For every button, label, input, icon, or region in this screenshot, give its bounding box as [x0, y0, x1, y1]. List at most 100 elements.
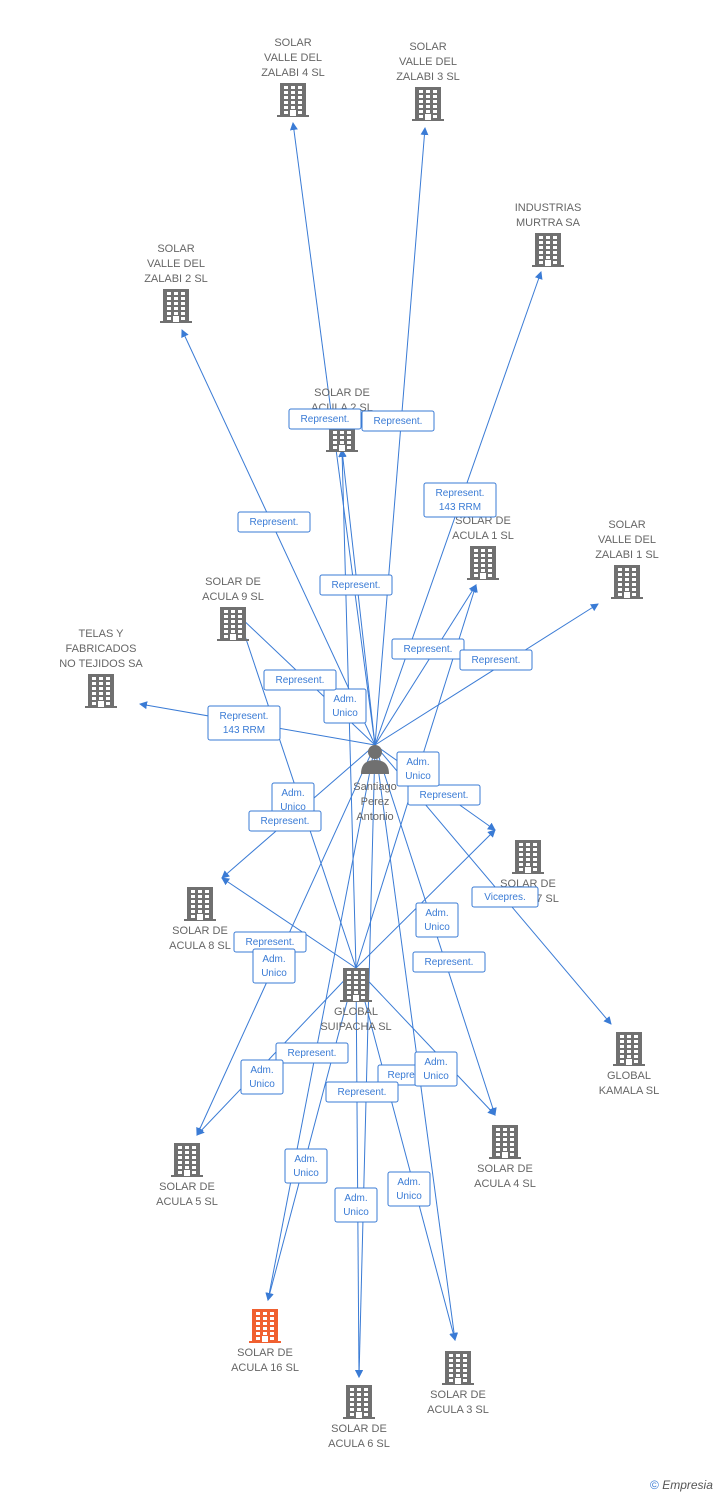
node-label-a4-0: SOLAR DE: [477, 1163, 533, 1175]
node-label-s3-2: ZALABI 3 SL: [396, 71, 460, 83]
copyright-symbol: ©: [650, 1478, 659, 1492]
node-label-a8-1: ACULA 8 SL: [169, 940, 231, 952]
edge-label-text: Adm.: [250, 1065, 273, 1076]
edge-label-box: [391, 638, 465, 660]
edge-label-25[interactable]: Adm.Unico: [387, 1171, 431, 1207]
edge-label-12[interactable]: Adm. Unico: [396, 751, 440, 787]
building-icon: [184, 887, 216, 921]
edge-label-box: [263, 669, 337, 691]
edge-label-9[interactable]: Represent.143 RRM: [207, 705, 281, 741]
edge-label-text: Represent.: [276, 675, 325, 686]
node-label-a5-0: SOLAR DE: [159, 1181, 215, 1193]
edge-label-text: Unico: [405, 771, 431, 782]
node-label-s4-0: SOLAR: [274, 37, 311, 49]
edge-label-24[interactable]: Adm.Unico: [284, 1148, 328, 1184]
node-s3[interactable]: SOLAR VALLE DEL ZALABI 3 SL: [396, 41, 460, 121]
edge-label-box: [334, 1187, 378, 1223]
edge-label-5[interactable]: Adm.Unico: [323, 688, 367, 724]
edge-label-text: Represent.: [472, 655, 521, 666]
node-label-s3-1: VALLE DEL: [399, 56, 457, 68]
edge-gs-a7: [355, 829, 496, 969]
edge-label-3[interactable]: Represent.: [237, 511, 311, 533]
edge-label-23[interactable]: Represent.: [325, 1081, 399, 1103]
node-label-a3-0: SOLAR DE: [430, 1389, 486, 1401]
edge-label-text: Unico: [424, 922, 450, 933]
edge-label-18[interactable]: Represent.: [412, 951, 486, 973]
edge-label-15[interactable]: Adm.Unico: [415, 902, 459, 938]
edge-label-box: [240, 1059, 284, 1095]
node-label-a2-0: SOLAR DE: [314, 387, 370, 399]
edge-label-8[interactable]: Represent.: [263, 669, 337, 691]
edge-gs-a6: [354, 967, 363, 1378]
edge-label-text: Adm.: [281, 788, 304, 799]
edge-label-14[interactable]: Vicepres.: [471, 886, 539, 908]
edge-label-text: Represent.: [420, 790, 469, 801]
node-label-s4-1: VALLE DEL: [264, 52, 322, 64]
node-label-a8-0: SOLAR DE: [172, 925, 228, 937]
edge-label-text: Adm.: [406, 757, 429, 768]
edge-label-2[interactable]: Represent.143 RRM: [423, 482, 497, 518]
edge-label-text: Represent.: [404, 644, 453, 655]
edge-label-text: Adm.: [397, 1177, 420, 1188]
edge-label-box: [412, 951, 486, 973]
edge-label-6[interactable]: Represent.: [391, 638, 465, 660]
building-icon: [412, 87, 444, 121]
edge-label-text: Represent.: [301, 414, 350, 425]
edge-label-22[interactable]: Adm.Unico: [414, 1051, 458, 1087]
footer-credit: © Empresia: [650, 1478, 713, 1492]
edge-sp-a3: [374, 744, 459, 1341]
edge-label-4[interactable]: Represent.: [319, 574, 393, 596]
edge-sp-a16: [265, 744, 376, 1301]
edge-label-17[interactable]: Adm.Unico: [252, 948, 296, 984]
edge-label-text: Represent.: [246, 937, 295, 948]
edge-label-text: Represent.: [425, 957, 474, 968]
edge-label-text: Vicepres.: [484, 892, 526, 903]
edge-sp-s1: [374, 603, 599, 746]
edge-sp-s3: [374, 127, 429, 746]
node-label-im-1: MURTRA SA: [516, 217, 581, 229]
edge-label-20[interactable]: Adm.Unico: [240, 1059, 284, 1095]
edge-label-text: Represent.: [332, 580, 381, 591]
node-label-s3-0: SOLAR: [409, 41, 446, 53]
edge-label-box: [323, 688, 367, 724]
node-label-s1-0: SOLAR: [608, 519, 645, 531]
edge-label-19[interactable]: Represent.: [275, 1042, 349, 1064]
edge-label-26[interactable]: Adm.Unico: [334, 1187, 378, 1223]
building-icon: [489, 1125, 521, 1159]
edge-label-text: Adm.: [344, 1193, 367, 1204]
edge-label-text: Represent.: [374, 416, 423, 427]
edge-label-0[interactable]: Represent.: [288, 408, 362, 430]
building-icon: [171, 1143, 203, 1177]
node-label-a5-1: ACULA 5 SL: [156, 1196, 218, 1208]
edge-label-text: Adm.: [294, 1154, 317, 1165]
edge-label-7[interactable]: Represent.: [459, 649, 533, 671]
node-a5[interactable]: SOLAR DE ACULA 5 SL: [156, 1143, 218, 1208]
building-icon: [343, 1385, 375, 1419]
edge-label-13[interactable]: Represent.: [248, 810, 322, 832]
edge-label-11[interactable]: Represent.: [407, 784, 481, 806]
edge-label-box: [248, 810, 322, 832]
node-label-s1-1: VALLE DEL: [598, 534, 656, 546]
brand-logo-text[interactable]: Empresia: [662, 1478, 713, 1492]
edge-sp-a1: [374, 584, 477, 746]
edge-label-text: Represent.: [261, 816, 310, 827]
node-a8[interactable]: SOLAR DE ACULA 8 SL: [169, 887, 231, 952]
edge-label-1[interactable]: Represent.: [361, 410, 435, 432]
building-icon: [249, 1309, 281, 1343]
node-label-gk-0: GLOBAL: [607, 1070, 651, 1082]
node-label-s2-0: SOLAR: [157, 243, 194, 255]
